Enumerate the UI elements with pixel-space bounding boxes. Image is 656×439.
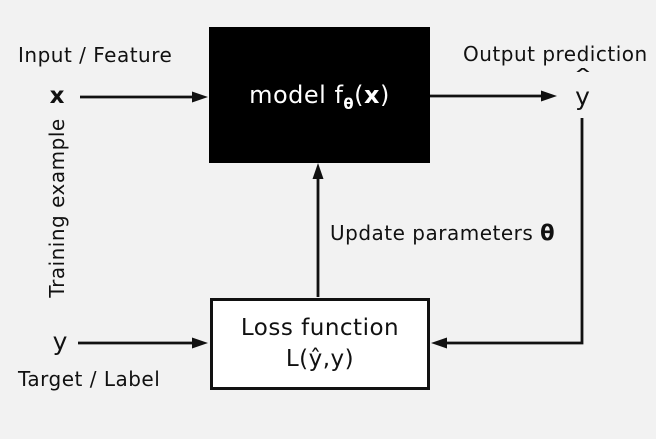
output-arrow	[430, 90, 557, 102]
hat-accent: ˆ	[572, 67, 593, 92]
model-label-close-paren: )	[380, 81, 390, 109]
loss-function-box: Loss function L(ŷ,y)	[210, 298, 430, 390]
target-symbol-y: y	[52, 327, 68, 356]
input-feature-label: Input / Feature	[18, 43, 173, 67]
theta-symbol: θ	[540, 221, 556, 245]
input-arrow	[80, 91, 208, 103]
model-label-arg: x	[364, 81, 381, 109]
loss-function-title: Loss function	[240, 314, 400, 341]
input-symbol-x: x	[49, 83, 65, 109]
theta-subscript: θ	[343, 94, 355, 113]
target-label: Target / Label	[18, 367, 161, 391]
output-prediction-label: Output prediction	[463, 42, 648, 66]
output-symbol-base: y	[575, 82, 590, 111]
training-example-label: Training example	[45, 118, 69, 298]
model-label: model fθ(x)	[249, 81, 390, 111]
update-parameters-text: Update parameters	[330, 221, 541, 245]
model-box: model fθ(x)	[209, 27, 430, 163]
target-arrow	[78, 337, 208, 349]
prediction-feedback-arrow	[431, 118, 584, 349]
update-parameters-arrow	[312, 163, 324, 297]
model-label-open-paren: (	[354, 81, 365, 109]
update-parameters-label: Update parameters θ	[330, 221, 555, 245]
loss-function-formula: L(ŷ,y)	[285, 346, 355, 372]
model-label-prefix: model f	[249, 81, 344, 109]
